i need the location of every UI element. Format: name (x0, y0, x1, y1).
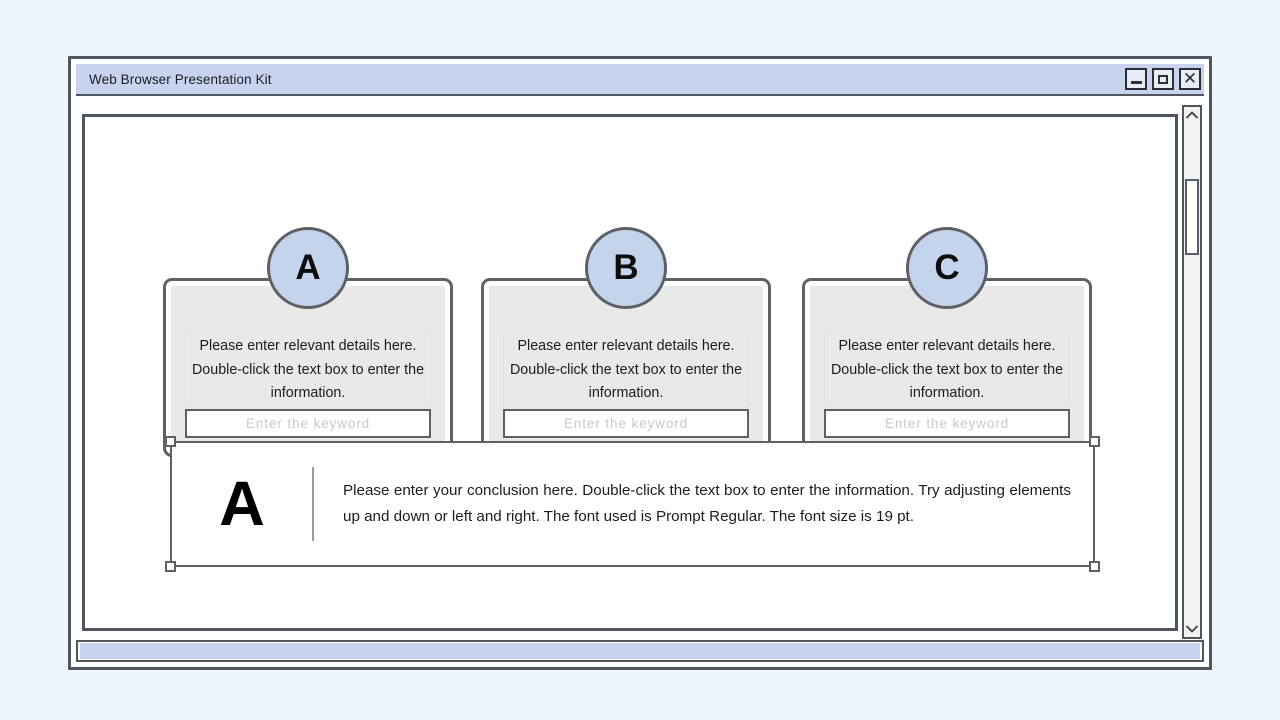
window-title: Web Browser Presentation Kit (89, 71, 272, 87)
card-a-keyword-input[interactable]: Enter the keyword (185, 409, 431, 438)
card-a-body-text[interactable]: Please enter relevant details here. Doub… (185, 333, 431, 408)
card-a-inner: Please enter relevant details here. Doub… (171, 286, 445, 449)
card-a[interactable]: A Please enter relevant details here. Do… (163, 227, 453, 457)
card-b[interactable]: B Please enter relevant details here. Do… (481, 227, 771, 457)
scroll-up-button[interactable] (1184, 107, 1200, 123)
selection-handle-top-right[interactable] (1089, 436, 1100, 447)
status-bar (76, 640, 1204, 662)
card-a-badge: A (267, 227, 349, 309)
card-c-badge: C (906, 227, 988, 309)
selection-handle-top-left[interactable] (165, 436, 176, 447)
slide-canvas[interactable]: A Please enter relevant details here. Do… (82, 114, 1178, 631)
vertical-scrollbar[interactable] (1182, 105, 1202, 639)
card-c-inner: Please enter relevant details here. Doub… (810, 286, 1084, 449)
minimize-button[interactable] (1125, 68, 1147, 90)
minimize-icon (1130, 81, 1142, 84)
chevron-up-icon (1186, 111, 1198, 119)
window-controls: ✕ (1125, 68, 1201, 90)
card-b-inner: Please enter relevant details here. Doub… (489, 286, 763, 449)
selection-handle-bottom-right[interactable] (1089, 561, 1100, 572)
application-window: Web Browser Presentation Kit ✕ A Please … (68, 56, 1212, 670)
card-c-keyword-input[interactable]: Enter the keyword (824, 409, 1070, 438)
card-c-body-text[interactable]: Please enter relevant details here. Doub… (824, 333, 1070, 408)
status-bar-text (80, 643, 1200, 659)
close-icon: ✕ (1182, 68, 1198, 88)
conclusion-letter: A (219, 468, 265, 539)
card-b-body-text[interactable]: Please enter relevant details here. Doub… (503, 333, 749, 408)
conclusion-textbox[interactable]: A Please enter your conclusion here. Dou… (165, 436, 1100, 572)
maximize-button[interactable] (1152, 68, 1174, 90)
card-b-keyword-input[interactable]: Enter the keyword (503, 409, 749, 438)
card-c[interactable]: C Please enter relevant details here. Do… (802, 227, 1092, 457)
selection-handle-bottom-left[interactable] (165, 561, 176, 572)
conclusion-divider (312, 467, 314, 541)
conclusion-text[interactable]: Please enter your conclusion here. Doubl… (343, 481, 1071, 525)
title-bar[interactable]: Web Browser Presentation Kit ✕ (76, 64, 1204, 96)
card-b-badge: B (585, 227, 667, 309)
scrollbar-track[interactable] (1184, 123, 1200, 621)
scrollbar-thumb[interactable] (1185, 179, 1199, 255)
scroll-down-button[interactable] (1184, 621, 1200, 637)
close-button[interactable]: ✕ (1179, 68, 1201, 90)
chevron-down-icon (1186, 625, 1198, 633)
maximize-icon (1158, 74, 1168, 84)
